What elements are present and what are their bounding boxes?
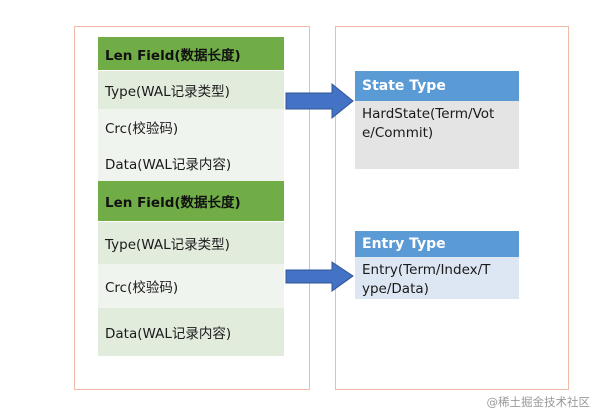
group2-type-row: Type(WAL记录类型) [98, 222, 284, 264]
group2-len-field-header: Len Field(数据长度) [98, 181, 284, 222]
group2-crc-row: Crc(校验码) [98, 264, 284, 308]
state-type-title: State Type [355, 71, 519, 101]
group1-crc-row: Crc(校验码) [98, 109, 284, 145]
entry-type-arrow [285, 261, 354, 292]
group1-type-row: Type(WAL记录类型) [98, 71, 284, 109]
state-type-arrow [285, 82, 354, 120]
group1-data-row: Data(WAL记录内容) [98, 145, 284, 181]
entry-type-line-1: Entry(Term/Index/T [362, 262, 491, 278]
entry-type-line-2: ype/Data) [362, 281, 429, 297]
group2-data-row: Data(WAL记录内容) [98, 308, 284, 356]
state-type-line-1: HardState(Term/Vot [362, 106, 495, 122]
group1-len-field-header: Len Field(数据长度) [98, 37, 284, 71]
state-type-line-2: e/Commit) [362, 125, 434, 141]
entry-type-title: Entry Type [355, 231, 519, 257]
entry-type-body: Entry(Term/Index/T ype/Data) [355, 257, 519, 299]
watermark-text: @稀土掘金技术社区 [486, 395, 591, 409]
state-type-body: HardState(Term/Vot e/Commit) [355, 101, 519, 169]
